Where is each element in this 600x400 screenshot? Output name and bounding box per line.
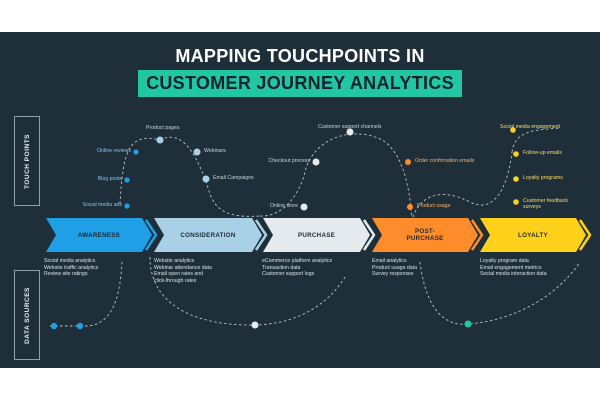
dot-product-pages bbox=[156, 136, 164, 144]
dot-checkout-process bbox=[312, 158, 320, 166]
dot-lower-consideration bbox=[251, 321, 259, 329]
touchpoint-blog-posts: Blog posts bbox=[97, 176, 122, 182]
journey-graphics bbox=[46, 127, 592, 330]
stage-consideration-label: CONSIDERATION bbox=[180, 232, 236, 239]
data-source-item: Customer support logs bbox=[262, 271, 315, 278]
dot-order-confirmation bbox=[405, 159, 411, 165]
touch-points-box: TOUCH POINTS bbox=[14, 116, 40, 206]
touch-points-label: TOUCH POINTS bbox=[23, 133, 31, 189]
dot-product-usage bbox=[407, 204, 413, 210]
touchpoint-loyalty-programs: Loyalty programs bbox=[523, 175, 563, 181]
data-sources-awareness: Social media analytics Website traffic a… bbox=[44, 258, 98, 278]
data-source-item: Product usage data bbox=[372, 264, 417, 271]
dot-social-media-ads bbox=[124, 203, 130, 209]
stage-consideration-arrow bbox=[154, 218, 268, 252]
data-sources-box: DATA SOURCES bbox=[14, 270, 40, 360]
data-source-item: Survey responses bbox=[372, 271, 414, 278]
journey-path-post-purchase bbox=[411, 151, 513, 223]
title-line-1: MAPPING TOUCHPOINTS IN bbox=[175, 46, 425, 66]
stage-awareness-arrow bbox=[46, 218, 158, 252]
touchpoint-follow-up-emails: Follow-up emails bbox=[523, 150, 562, 156]
data-source-item: Website traffic analytics bbox=[44, 264, 99, 271]
data-source-item: Social media interaction data bbox=[480, 271, 547, 278]
data-source-item: Email analytics bbox=[372, 258, 407, 264]
data-source-item: Email open rates and bbox=[154, 271, 204, 278]
data-sources-post-purchase: Email analytics Product usage data Surve… bbox=[372, 258, 417, 278]
data-source-item: Review site ratings bbox=[44, 271, 88, 278]
stage-post-purchase-arrow bbox=[372, 218, 484, 252]
stage-awareness-label: AWARENESS bbox=[77, 232, 121, 239]
data-source-item: Social media analytics bbox=[44, 258, 96, 264]
data-source-item: Website analytics bbox=[154, 258, 195, 264]
data-source-item: eCommerce platform analytics bbox=[262, 258, 333, 264]
dot-email-campaigns bbox=[202, 175, 210, 183]
stage-loyalty-arrow bbox=[480, 218, 592, 252]
stage-purchase-label: PURCHASE bbox=[297, 232, 336, 239]
dot-webinars bbox=[193, 148, 201, 156]
title-line-2: CUSTOMER JOURNEY ANALYTICS bbox=[138, 70, 462, 97]
touchpoint-customer-support: Customer support channels bbox=[318, 124, 382, 130]
touchpoint-product-usage: Product usage bbox=[417, 203, 451, 209]
data-source-item: Webinar attendance data bbox=[154, 264, 212, 271]
data-source-item: Email engagement metrics bbox=[480, 264, 542, 271]
touchpoint-order-confirmation: Order confirmation emails bbox=[415, 158, 475, 164]
dot-online-store bbox=[300, 203, 308, 211]
stage-loyalty-label: LOYALTY bbox=[518, 232, 548, 239]
journey-path-awareness bbox=[119, 137, 161, 205]
dot-social-engagement bbox=[510, 127, 516, 133]
dot-lower-start-2 bbox=[76, 322, 84, 330]
data-source-item: click-through rates bbox=[154, 277, 197, 284]
touchpoint-online-store: Online store bbox=[270, 203, 298, 209]
touchpoint-feedback-surveys: Customer feedback surveys bbox=[523, 198, 568, 210]
touchpoint-product-pages: Product pages bbox=[146, 125, 180, 131]
dot-feedback-surveys bbox=[513, 199, 519, 205]
touchpoint-online-reviews: Online reviews bbox=[96, 148, 131, 154]
stage-purchase-arrow bbox=[263, 218, 376, 252]
dot-lower-post-purchase bbox=[464, 320, 472, 328]
touchpoint-checkout-process: Checkout process bbox=[268, 158, 310, 164]
data-sources-loyalty: Loyalty program data Email engagement me… bbox=[480, 258, 547, 278]
data-sources-label: DATA SOURCES bbox=[23, 286, 31, 344]
data-sources-consideration: Website analytics Webinar attendance dat… bbox=[154, 258, 212, 284]
dot-loyalty-programs bbox=[513, 176, 519, 182]
dot-customer-support bbox=[346, 128, 354, 136]
touchpoint-webinars: Webinars bbox=[204, 148, 226, 154]
data-source-item: Loyalty program data bbox=[480, 258, 529, 264]
dot-blog-posts bbox=[124, 177, 130, 183]
title-line-2-wrap: CUSTOMER JOURNEY ANALYTICS bbox=[0, 70, 600, 97]
data-sources-purchase: eCommerce platform analytics Transaction… bbox=[262, 258, 332, 278]
touchpoint-social-engagement: Social media engagement bbox=[500, 124, 560, 130]
journey-path-loyalty bbox=[511, 127, 561, 153]
dot-follow-up-emails bbox=[513, 151, 519, 157]
touchpoint-social-media-ads: Social media ads bbox=[82, 202, 122, 208]
data-source-item: Transaction data bbox=[262, 264, 301, 271]
dot-lower-start-1 bbox=[50, 322, 58, 330]
stage-post-purchase-label: POST-PURCHASE bbox=[406, 228, 444, 242]
journey-infographic: MAPPING TOUCHPOINTS IN CUSTOMER JOURNEY … bbox=[0, 32, 600, 368]
touchpoint-email-campaigns: Email Campaigns bbox=[213, 175, 254, 181]
dot-online-reviews bbox=[133, 149, 139, 155]
